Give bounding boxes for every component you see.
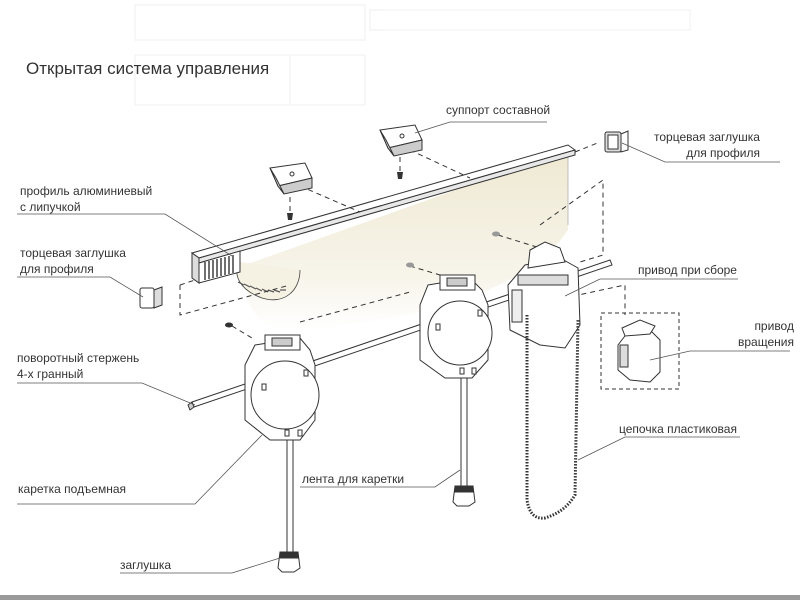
label-drive-rotation-line1: привод <box>754 319 794 333</box>
end-cap-right <box>604 130 629 153</box>
label-end-cap-left: торцевая заглушка для профиля <box>20 245 126 277</box>
label-drive-rotation: привод вращения <box>738 318 794 350</box>
label-rod-line1: поворотный стержень <box>17 351 140 365</box>
label-chain: цепочка пластиковая <box>619 422 737 436</box>
diagram-title: Открытая система управления <box>26 59 270 78</box>
plastic-chain <box>525 315 580 520</box>
aluminium-profile <box>190 144 577 284</box>
carriage-left <box>244 334 320 441</box>
label-carriage: каретка подъемная <box>18 482 127 496</box>
label-end-cap-right-line1: торцевая заглушка <box>654 130 760 144</box>
support-right <box>379 124 423 157</box>
label-end-cap-left-line2: для профиля <box>20 262 94 276</box>
label-drive-rotation-line2: вращения <box>738 335 794 349</box>
label-end-cap-right: торцевая заглушка для профиля <box>654 129 760 161</box>
leader-lines <box>17 121 790 574</box>
screws <box>225 172 500 328</box>
drive-rotation-frame <box>600 312 680 390</box>
fabric-panel <box>245 150 568 331</box>
label-drive-assembled: привод при сборе <box>638 263 737 277</box>
background-watermark <box>134 4 691 106</box>
carriage-middle <box>419 274 493 379</box>
label-rod-line2: 4-х гранный <box>17 367 84 381</box>
label-end-cap-right-line2: для профиля <box>686 146 760 160</box>
label-tape: лента для каретки <box>302 472 405 486</box>
label-rod: поворотный стержень 4-х гранный <box>17 350 139 382</box>
drive-rotation <box>617 319 661 383</box>
label-support: суппорт составной <box>446 103 551 117</box>
label-plug: заглушка <box>120 558 172 572</box>
label-profile-line1: профиль алюминиевый <box>20 184 153 198</box>
bottom-border <box>0 595 800 600</box>
end-cap-left <box>139 286 163 309</box>
label-profile: профиль алюминиевый с липучкой <box>20 183 152 215</box>
plugs <box>277 485 476 573</box>
label-end-cap-left-line1: торцевая заглушка <box>20 246 126 260</box>
assembly-dashes <box>179 141 626 339</box>
label-profile-line2: с липучкой <box>20 200 81 214</box>
support-left <box>269 162 313 195</box>
